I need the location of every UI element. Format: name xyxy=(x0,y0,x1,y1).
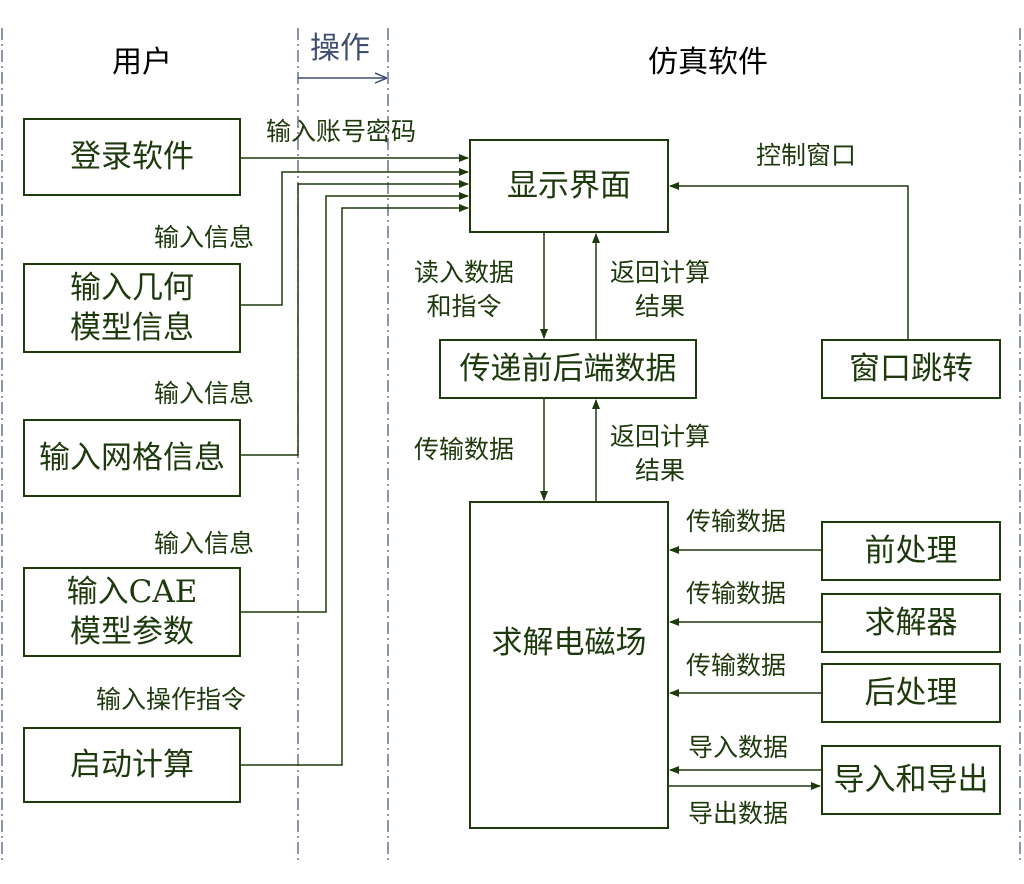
lane-user-title: 用户 xyxy=(112,45,172,80)
display-interface-box: 显示界面 xyxy=(507,167,631,204)
label-input-info-1: 输入信息 xyxy=(154,223,255,252)
label-input-op-cmd: 输入操作指令 xyxy=(96,685,247,714)
label-export-data: 导出数据 xyxy=(688,799,789,828)
box-outlines xyxy=(23,118,1001,829)
label-input-info-2: 输入信息 xyxy=(154,379,255,408)
input-mesh-box: 输入网格信息 xyxy=(39,439,225,476)
input-geometry-box: 输入几何模型信息 xyxy=(70,269,194,346)
lane-dividers xyxy=(1,28,1021,860)
label-read-data-cmd: 读入数据和指令 xyxy=(414,258,515,321)
label-transmit-post: 传输数据 xyxy=(686,651,787,680)
import-export-box: 导入和导出 xyxy=(833,761,989,798)
lane-operation-title: 操作 xyxy=(310,31,370,66)
label-control-window: 控制窗口 xyxy=(756,141,857,170)
window-jump-box: 窗口跳转 xyxy=(849,350,973,387)
start-computation-box: 启动计算 xyxy=(70,746,194,783)
label-input-info-3: 输入信息 xyxy=(154,529,255,558)
solve-em-field-box: 求解电磁场 xyxy=(491,624,647,661)
label-return-result-1: 返回计算结果 xyxy=(610,258,711,321)
connector-lines xyxy=(240,154,909,790)
label-return-result-2: 返回计算结果 xyxy=(610,422,711,485)
label-input-account: 输入账号密码 xyxy=(266,117,417,146)
login-software-box: 登录软件 xyxy=(70,138,194,175)
label-transmit-data-main: 传输数据 xyxy=(414,435,515,464)
label-transmit-solver: 传输数据 xyxy=(686,579,787,608)
label-transmit-pre: 传输数据 xyxy=(686,507,787,536)
lane-software-title: 仿真软件 xyxy=(648,45,768,80)
preprocess-box: 前处理 xyxy=(864,532,958,569)
solver-box: 求解器 xyxy=(864,604,958,641)
transfer-data-box: 传递前后端数据 xyxy=(459,350,677,387)
label-import-data: 导入数据 xyxy=(688,733,789,762)
postprocess-box: 后处理 xyxy=(864,674,958,711)
